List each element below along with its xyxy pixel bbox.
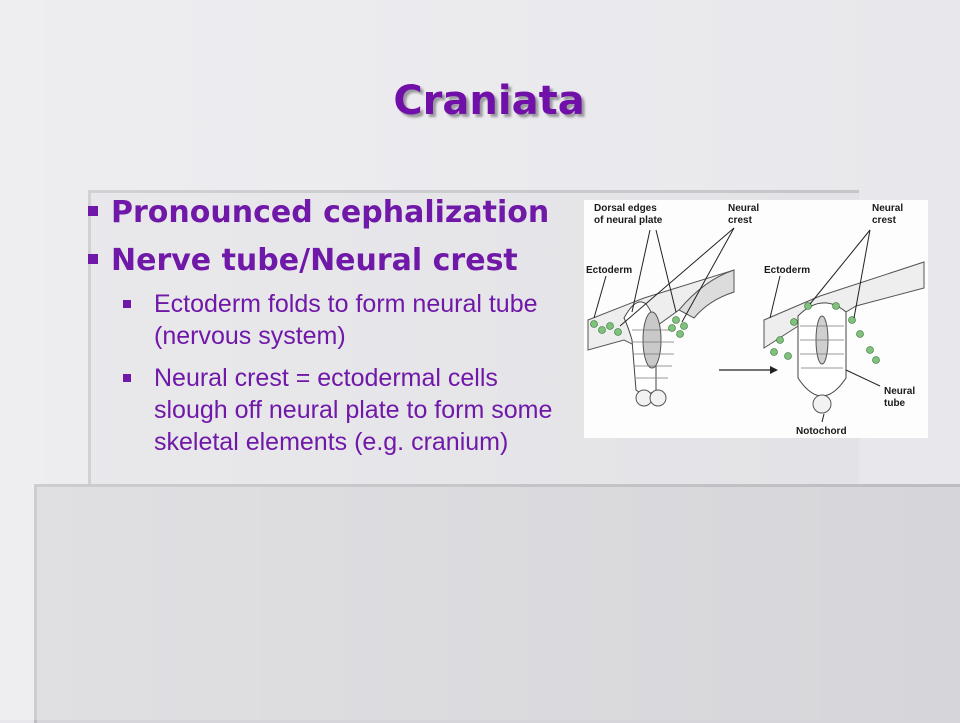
bullet-pronounced-cephalization: Pronounced cephalization	[88, 192, 558, 234]
subbullet-ectoderm-folds: Ectoderm folds to form neural tube (nerv…	[88, 288, 558, 352]
label-neural-crest-left-2: crest	[728, 215, 753, 226]
slide-title: Craniata	[393, 78, 585, 124]
subbullet-text: Ectoderm folds to form neural tube (nerv…	[154, 290, 538, 350]
left-embryo-drawing	[587, 227, 735, 407]
label-notochord: Notochord	[796, 426, 847, 437]
subbullet-neural-crest: Neural crest = ectodermal cells slough o…	[88, 362, 558, 458]
bullet-text: Nerve tube/Neural crest	[111, 243, 518, 278]
label-neural-crest-right: Neural	[872, 203, 903, 214]
transition-arrow	[719, 366, 778, 374]
bullet-nerve-tube: Nerve tube/Neural crest	[88, 240, 558, 282]
bullet-text: Pronounced cephalization	[111, 195, 550, 230]
label-dorsal-edges: Dorsal edges	[594, 203, 657, 214]
bullet-square-icon	[88, 254, 98, 264]
neural-tube-diagram: Dorsal edges of neural plate Neural cres…	[584, 200, 928, 438]
label-neural-tube: Neural	[884, 386, 915, 397]
label-of-neural-plate: of neural plate	[594, 215, 663, 226]
label-ectoderm-right: Ectoderm	[764, 265, 810, 276]
bullet-square-icon	[123, 374, 131, 382]
right-embryo-drawing	[763, 229, 925, 423]
label-ectoderm-left: Ectoderm	[586, 265, 632, 276]
bullet-square-icon	[88, 206, 98, 216]
label-neural-crest-left: Neural	[728, 203, 759, 214]
label-neural-crest-right-2: crest	[872, 215, 897, 226]
background-panel-lower	[34, 484, 960, 723]
bullet-square-icon	[123, 300, 131, 308]
subbullet-text: Neural crest = ectodermal cells slough o…	[154, 364, 553, 456]
slide-body: Pronounced cephalization Nerve tube/Neur…	[88, 192, 558, 468]
label-neural-tube-2: tube	[884, 398, 906, 409]
neural-tube-diagram-svg: Dorsal edges of neural plate Neural cres…	[586, 203, 925, 437]
